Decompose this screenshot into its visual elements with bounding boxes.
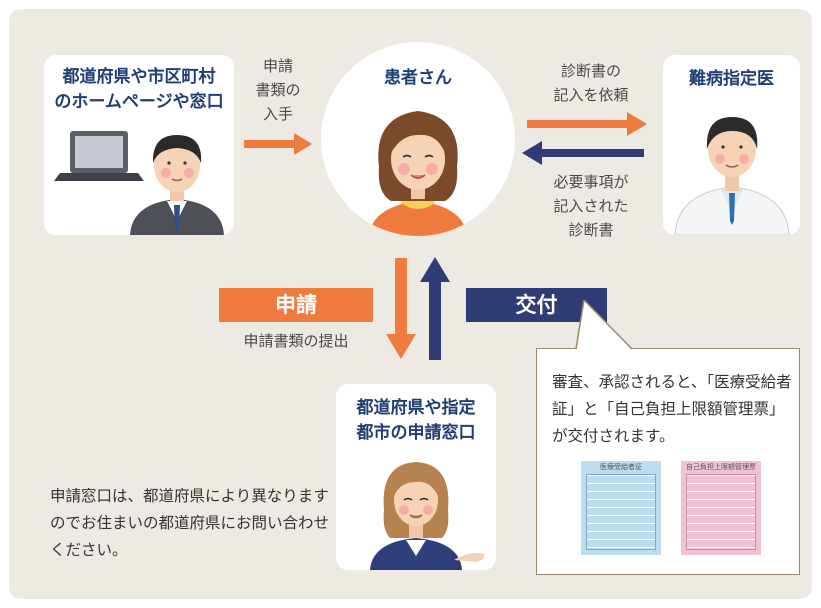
submit-arrow-icon [386,258,416,359]
obtain-label-1: 申請 [262,57,293,75]
businessman-illustration [54,131,224,235]
office-card: 都道府県や指定 都市の申請窓口 [336,384,496,570]
request-label-2: 記入を依頼 [553,86,629,104]
issue-speech-bubble: 審査、承認されると、「医療受給者証」と「自己負担上限額管理票」が交付されます。 … [536,348,800,575]
medical-certificate-label: 医療受給者証 [600,463,642,471]
request-label-1: 診断書の [560,62,621,80]
medical-certificate-card: 医療受給者証 [581,461,661,555]
patient-circle: 患者さん [321,42,515,236]
obtain-label-3: 入手 [262,105,293,123]
copay-management-card: 自己負担上限額管理票 [681,461,761,555]
returned-label-1: 必要事項が [553,173,629,191]
office-title-line2: 都市の申請窓口 [356,423,476,443]
returned-label-2: 記入された [553,197,629,215]
laptop-icon [54,131,144,181]
submit-caption: 申請書類の提出 [243,332,349,350]
return-arrow-icon [522,141,644,165]
office-note-text: 申請窓口は、都道府県により異なりますのでお住まいの都道府県にお問い合わせください… [50,487,330,559]
obtain-label-2: 書類の [255,81,301,99]
municipality-card: 都道府県や市区町村 のホームページや窓口 [44,55,234,235]
doctor-card: 難病指定医 [663,55,800,235]
doctor-illustration [674,117,790,235]
receptionist-illustration [370,462,485,570]
copay-management-label: 自己負担上限額管理票 [686,463,756,471]
patient-woman-illustration [369,111,467,236]
apply-tag: 申請 [219,288,373,322]
issue-explanation-text: 審査、承認されると、「医療受給者証」と「自己負担上限額管理票」が交付されます。 [552,373,792,445]
issue-arrow-icon [420,257,450,360]
returned-label-3: 診断書 [568,221,614,239]
municipality-title-line1: 都道府県や市区町村 [62,67,216,87]
bubble-tail [575,300,633,350]
municipality-title-line2: のホームページや窓口 [54,92,224,112]
patient-title: 患者さん [384,68,452,88]
office-title-line1: 都道府県や指定 [356,398,476,418]
obtain-arrow-icon [244,133,312,155]
doctor-title: 難病指定医 [689,69,774,89]
request-arrow-icon [527,112,647,136]
